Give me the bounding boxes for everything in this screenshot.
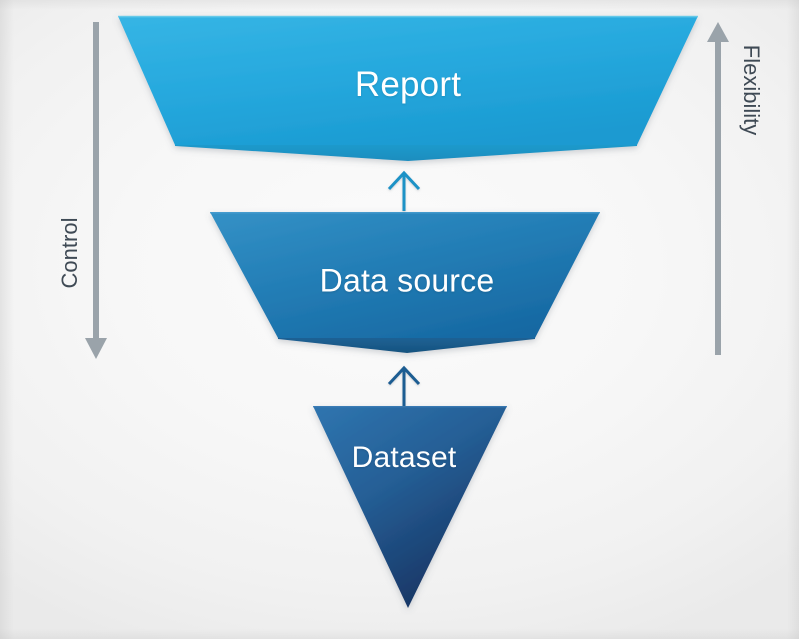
control-axis-arrowhead-down (85, 338, 107, 359)
flow-arrow-dataset-to-data-source (387, 365, 421, 406)
report-fold-band (175, 143, 637, 161)
data-source-body (210, 212, 600, 338)
flow-arrow-data-source-to-report (387, 170, 421, 211)
funnel-stage-dataset[interactable] (313, 406, 507, 608)
control-axis-arrow (85, 22, 107, 359)
flexibility-axis-arrowhead-up (707, 22, 729, 42)
report-body (118, 16, 698, 145)
funnel-stage-data-source[interactable] (210, 211, 600, 353)
funnel-stage-report[interactable] (118, 15, 698, 161)
data-source-fold-band (278, 336, 535, 353)
flexibility-axis-arrow (707, 22, 729, 355)
flow-arrow-upper-head (387, 170, 421, 191)
dataset-body (313, 406, 507, 608)
flow-arrow-lower-head (387, 365, 421, 386)
